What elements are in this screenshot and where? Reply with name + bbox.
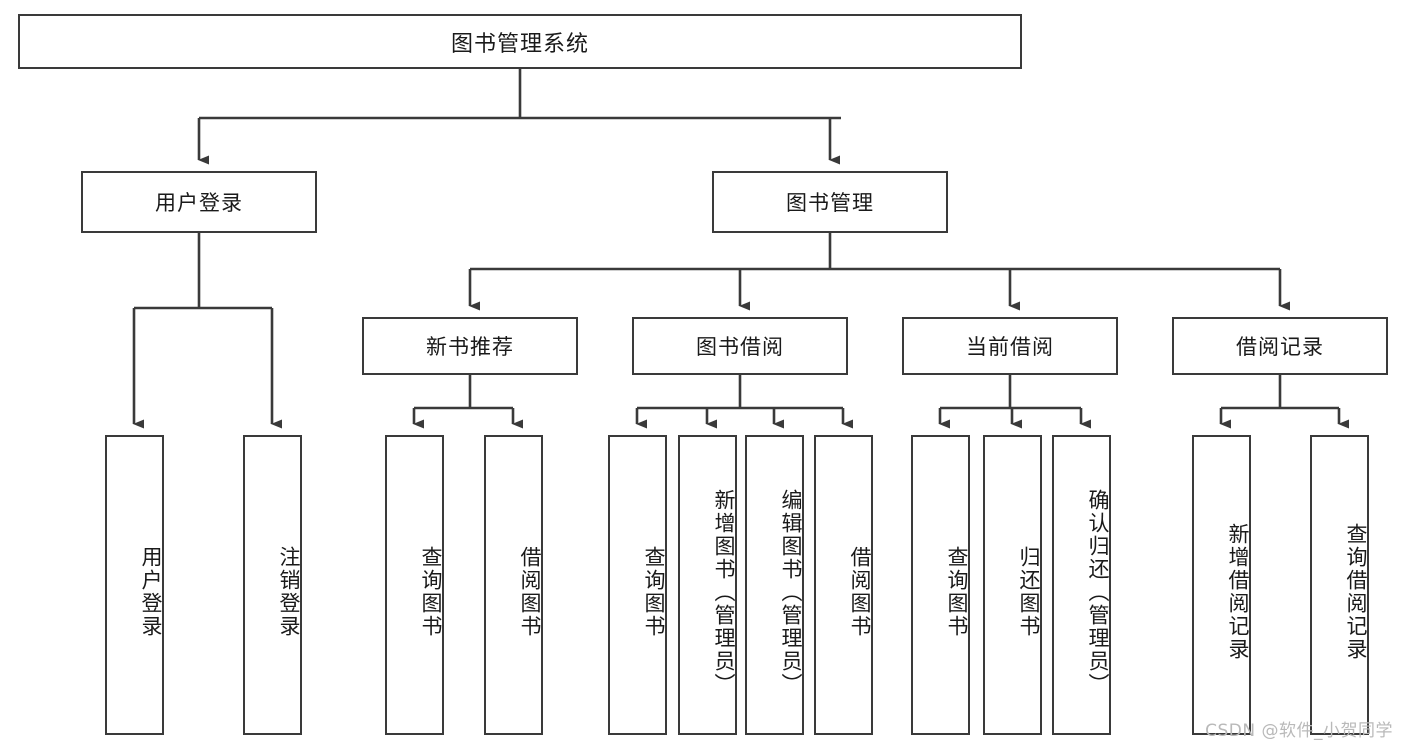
leaf-label: 查询图书 [945, 546, 969, 638]
node-user-login[interactable]: 用户登录 [81, 171, 317, 233]
node-book-borrow[interactable]: 图书借阅 [632, 317, 848, 375]
node-book-management[interactable]: 图书管理 [712, 171, 948, 233]
node-leaf-query-book-3[interactable]: 查询图书 [911, 435, 970, 735]
leaf-label: 新增图书（管理员） [712, 488, 736, 696]
node-leaf-query-book-1[interactable]: 查询图书 [385, 435, 444, 735]
leaf-label: 注销登录 [277, 546, 301, 638]
leaf-label: 借阅图书 [518, 546, 542, 638]
node-leaf-edit-book-admin[interactable]: 编辑图书（管理员） [745, 435, 804, 735]
leaf-label: 确认归还（管理员） [1086, 488, 1110, 696]
node-leaf-logout-login[interactable]: 注销登录 [243, 435, 302, 735]
node-leaf-query-borrow-record[interactable]: 查询借阅记录 [1310, 435, 1369, 735]
node-root-system[interactable]: 图书管理系统 [18, 14, 1022, 69]
csdn-watermark: CSDN @软件_小贺同学 [1205, 721, 1393, 741]
node-leaf-return-book[interactable]: 归还图书 [983, 435, 1042, 735]
leaf-label: 用户登录 [139, 546, 163, 638]
node-leaf-add-borrow-record[interactable]: 新增借阅记录 [1192, 435, 1251, 735]
node-current-borrow[interactable]: 当前借阅 [902, 317, 1118, 375]
leaf-label: 查询借阅记录 [1344, 523, 1368, 661]
node-leaf-add-book-admin[interactable]: 新增图书（管理员） [678, 435, 737, 735]
leaf-label: 借阅图书 [848, 546, 872, 638]
node-new-book-recommend[interactable]: 新书推荐 [362, 317, 578, 375]
node-borrow-record[interactable]: 借阅记录 [1172, 317, 1388, 375]
leaf-label: 归还图书 [1017, 546, 1041, 638]
leaf-label: 查询图书 [642, 546, 666, 638]
node-leaf-borrow-book-2[interactable]: 借阅图书 [814, 435, 873, 735]
leaf-label: 编辑图书（管理员） [779, 488, 803, 696]
node-leaf-confirm-return-admin[interactable]: 确认归还（管理员） [1052, 435, 1111, 735]
node-leaf-query-book-2[interactable]: 查询图书 [608, 435, 667, 735]
leaf-label: 新增借阅记录 [1226, 523, 1250, 661]
node-leaf-borrow-book-1[interactable]: 借阅图书 [484, 435, 543, 735]
node-leaf-user-login[interactable]: 用户登录 [105, 435, 164, 735]
leaf-label: 查询图书 [419, 546, 443, 638]
